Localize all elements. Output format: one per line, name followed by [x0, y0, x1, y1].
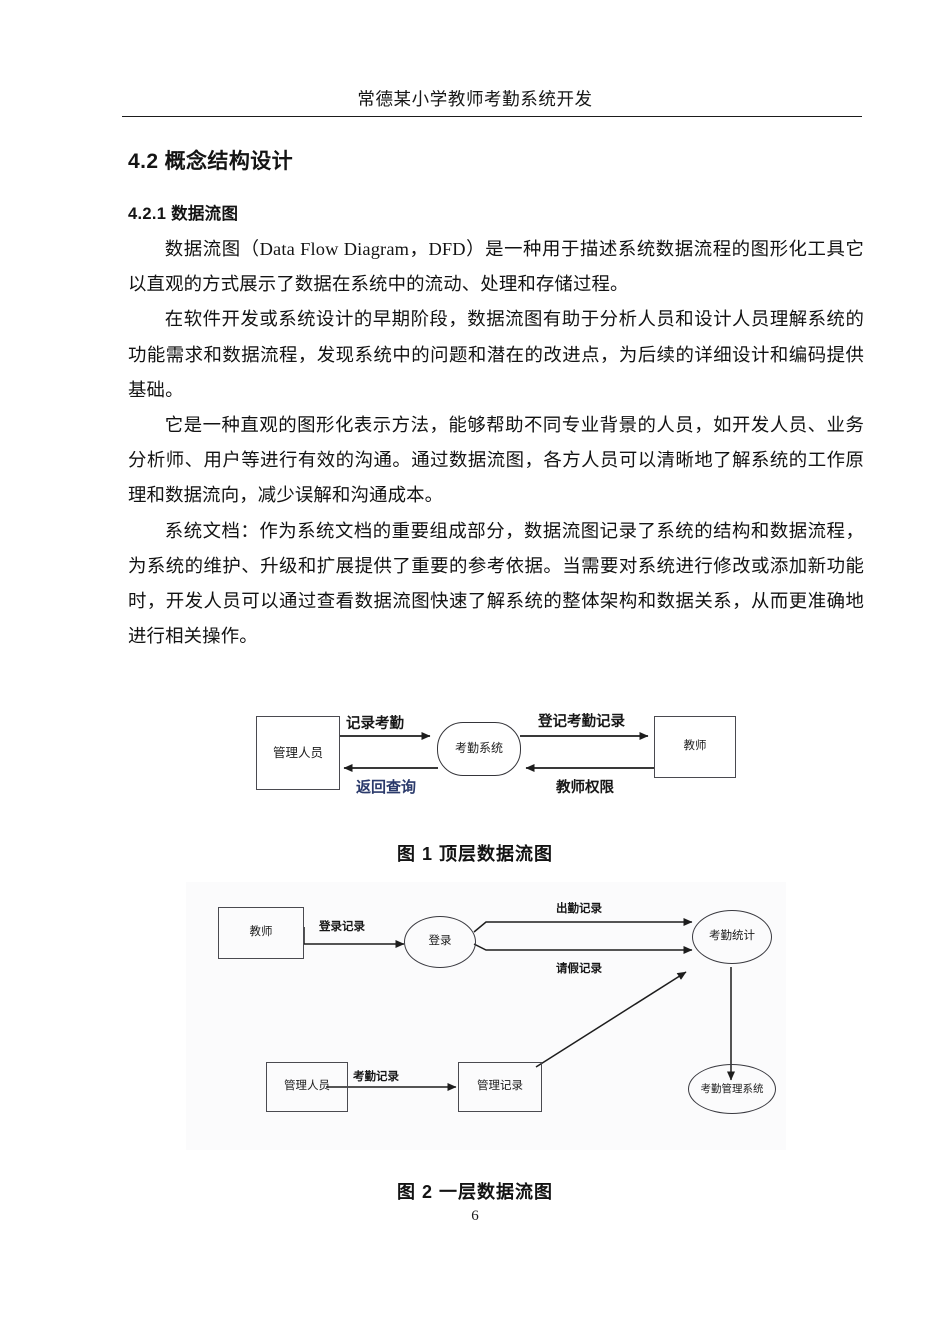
figure-2-edge-login-record: 登录记录: [319, 921, 365, 933]
figure-1-edge-register-record: 登记考勤记录: [538, 714, 625, 730]
figure-2-node-stats: 考勤统计: [692, 910, 772, 964]
figure-2-edge-leave-record: 请假记录: [556, 963, 602, 975]
section-heading: 4.2 概念结构设计: [128, 150, 294, 173]
running-header: 常德某小学教师考勤系统开发: [0, 88, 950, 110]
body-text: 数据流图（Data Flow Diagram，DFD）是一种用于描述系统数据流程…: [128, 232, 864, 654]
page-number: 6: [471, 1208, 479, 1224]
header-rule: [122, 116, 862, 117]
subsection-heading: 4.2.1 数据流图: [128, 205, 239, 223]
figure-1-node-system: 考勤系统: [437, 722, 521, 776]
figure-1-connectors: [340, 732, 654, 772]
figure-2-node-stats-label: 考勤统计: [709, 930, 755, 943]
figure-2-node-manage-record-label: 管理记录: [477, 1080, 523, 1093]
figure-2-node-manage-system-label: 考勤管理系统: [700, 1082, 764, 1095]
figure-2-layer-one-dfd: 教师 登录 考勤统计 管理人员 管理记录 考勤管理系统 登录记录 出勤记录 请假…: [186, 882, 786, 1150]
figure-1-node-system-label: 考勤系统: [454, 741, 503, 756]
paragraph-2: 在软件开发或系统设计的早期阶段，数据流图有助于分析人员和设计人员理解系统的功能需…: [128, 309, 864, 400]
header-title: 常德某小学教师考勤系统开发: [357, 89, 593, 109]
figure-2-edge-attendance-record: 出勤记录: [556, 903, 602, 915]
figure-2-connectors: [303, 918, 735, 1091]
figure-2-node-admin-label: 管理人员: [284, 1080, 330, 1093]
figure-2-node-admin: 管理人员: [266, 1062, 348, 1112]
figure-2-caption: 图 2 一层数据流图: [396, 1182, 553, 1202]
figure-2-node-manage-record: 管理记录: [458, 1062, 542, 1112]
figure-2-edge-check-record: 考勤记录: [353, 1071, 399, 1083]
figure-2-node-manage-system: 考勤管理系统: [688, 1064, 776, 1114]
figure-1-node-teacher: 教师: [654, 716, 736, 778]
figure-2-node-teacher: 教师: [218, 907, 304, 959]
paragraph-3: 它是一种直观的图形化表示方法，能够帮助不同专业背景的人员，如开发人员、业务分析师…: [128, 415, 864, 506]
figure-2-node-login-label: 登录: [428, 935, 452, 948]
figure-1-node-teacher-label: 教师: [683, 740, 707, 753]
figure-2-node-login: 登录: [404, 916, 476, 968]
figure-1-node-admin: 管理人员: [256, 716, 340, 790]
figure-1-edge-record-attendance: 记录考勤: [346, 716, 404, 732]
figure-1-edge-teacher-permission: 教师权限: [556, 780, 614, 796]
figure-1-node-admin-label: 管理人员: [272, 745, 323, 760]
figure-1-edge-return-query: 返回查询: [356, 779, 417, 796]
figure-1-top-level-dfd: 管理人员 考勤系统 教师 记录考勤 返回查询 登记考勤记录 教师权限: [248, 706, 748, 808]
figure-2-node-teacher-label: 教师: [249, 926, 273, 939]
paragraph-4: 系统文档：作为系统文档的重要组成部分，数据流图记录了系统的结构和数据流程，为系统…: [128, 520, 864, 647]
figure-1-caption: 图 1 顶层数据流图: [396, 844, 553, 864]
paragraph-1: 数据流图（Data Flow Diagram，DFD）是一种用于描述系统数据流程…: [128, 239, 864, 295]
